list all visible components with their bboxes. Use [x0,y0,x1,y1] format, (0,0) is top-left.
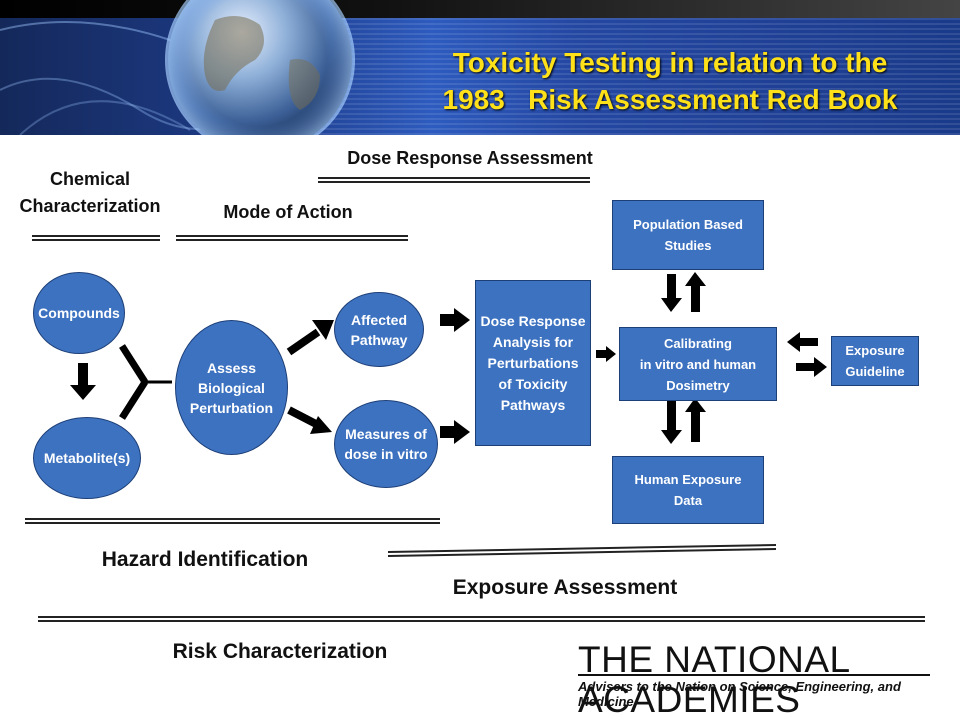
node-calibrating-dosimetry: Calibrating in vitro and human Dosimetry [619,327,777,401]
bar-dose-response-assessment [318,177,590,183]
title-line-2: 1983 Risk Assessment Red Book [442,84,898,115]
arrow-measures-to-dose-response [440,420,470,444]
label-risk-characterization: Risk Characterization [172,640,388,663]
label-hazard-identification: Hazard Identification [101,548,309,571]
node-metabolites: Metabolite(s) [33,417,141,499]
arrow-calibrating-to-human-exposure [661,400,682,444]
node-compounds: Compounds [33,272,125,354]
arrow-compounds-to-metabolites [70,363,96,400]
bar-risk-characterization [38,616,925,622]
slide-title: Toxicity Testing in relation to the 1983… [380,44,960,118]
globe-icon [0,0,355,135]
arrow-calibrating-to-guideline [796,357,827,377]
label-chemical-characterization: Chemical Characterization [19,169,161,216]
logo-tagline: Advisers to the Nation on Science, Engin… [578,679,901,709]
label-exposure-assessment: Exposure Assessment [452,576,678,599]
node-population-studies: Population Based Studies [612,200,764,270]
node-exposure-guideline: Exposure Guideline [831,336,919,386]
node-human-exposure-data: Human Exposure Data [612,456,764,524]
arrow-affected-to-dose-response [440,308,470,332]
bar-mode-of-action [176,235,408,241]
bar-exposure-assessment [387,544,777,557]
banner-stripes [300,18,960,135]
bar-hazard-identification [25,518,440,524]
connector-to-assess [119,344,172,420]
arrow-assess-to-affected [286,320,334,356]
node-dose-response-analysis: Dose Response Analysis for Perturbations… [475,280,591,446]
bar-chemical-characterization [32,235,160,241]
node-assess-biological-perturbation: Assess Biological Perturbation [175,320,288,455]
arrow-dose-response-to-calibrating [596,346,616,362]
title-line-1: Toxicity Testing in relation to the [452,47,888,78]
arrow-human-exposure-to-calibrating [685,398,706,442]
label-dose-response-assessment: Dose Response Assessment [347,148,593,168]
title-banner: Toxicity Testing in relation to the 1983… [0,0,960,135]
logo-national-academies: THE NATIONAL ACADEMIES [578,639,850,720]
logo-rule [578,674,930,676]
arrow-assess-to-measures [287,406,332,434]
arrow-population-to-calibrating [661,274,682,312]
arrow-calibrating-to-population [685,272,706,312]
node-measures-of-dose: Measures of dose in vitro [334,400,438,488]
label-mode-of-action: Mode of Action [223,202,353,222]
arrow-guideline-to-calibrating [787,332,818,352]
node-affected-pathway: Affected Pathway [334,292,424,367]
